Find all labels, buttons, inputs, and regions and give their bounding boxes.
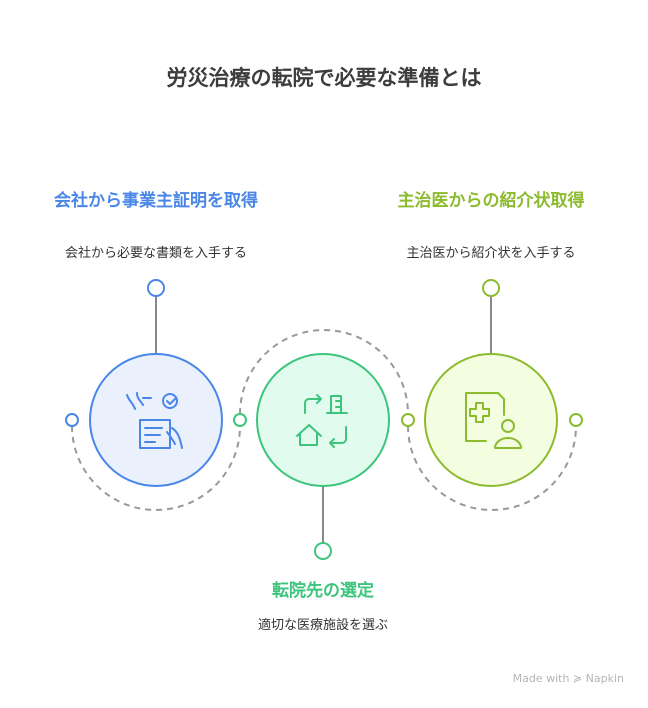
connector-arc-1 [71, 425, 241, 511]
step-2-circle [256, 353, 390, 487]
arc-dot [233, 413, 247, 427]
connector-arc-2 [239, 329, 409, 415]
step-2-bottom-dot [314, 542, 332, 560]
step-1-top-dot [147, 279, 165, 297]
document-hands-check-icon [126, 392, 183, 449]
step-2-heading: 転院先の選定 [272, 581, 374, 601]
step-3-heading: 主治医からの紹介状取得 [397, 191, 585, 211]
arc-dot [65, 413, 79, 427]
step-3-top-dot [482, 279, 500, 297]
step-1-heading: 会社から事業主証明を取得 [54, 191, 258, 211]
step-2-description: 適切な医療施設を選ぶ [257, 618, 389, 633]
medical-referral-icon [465, 392, 522, 449]
arc-dot [569, 413, 583, 427]
connector-arc-3 [407, 425, 577, 511]
watermark: Made with ≽ Napkin [513, 672, 624, 685]
step-3-description: 主治医から紹介状を入手する [406, 246, 576, 261]
watermark-prefix: Made with [512, 672, 570, 685]
page-title: 労災治療の転院で必要な準備とは [166, 66, 482, 90]
step-3-circle [424, 353, 558, 487]
step-1-description: 会社から必要な書類を入手する [64, 246, 248, 261]
hospital-transfer-icon [296, 394, 348, 448]
arc-dot [401, 413, 415, 427]
napkin-logo-icon: ≽ [572, 672, 583, 685]
watermark-brand: Napkin [585, 672, 624, 685]
